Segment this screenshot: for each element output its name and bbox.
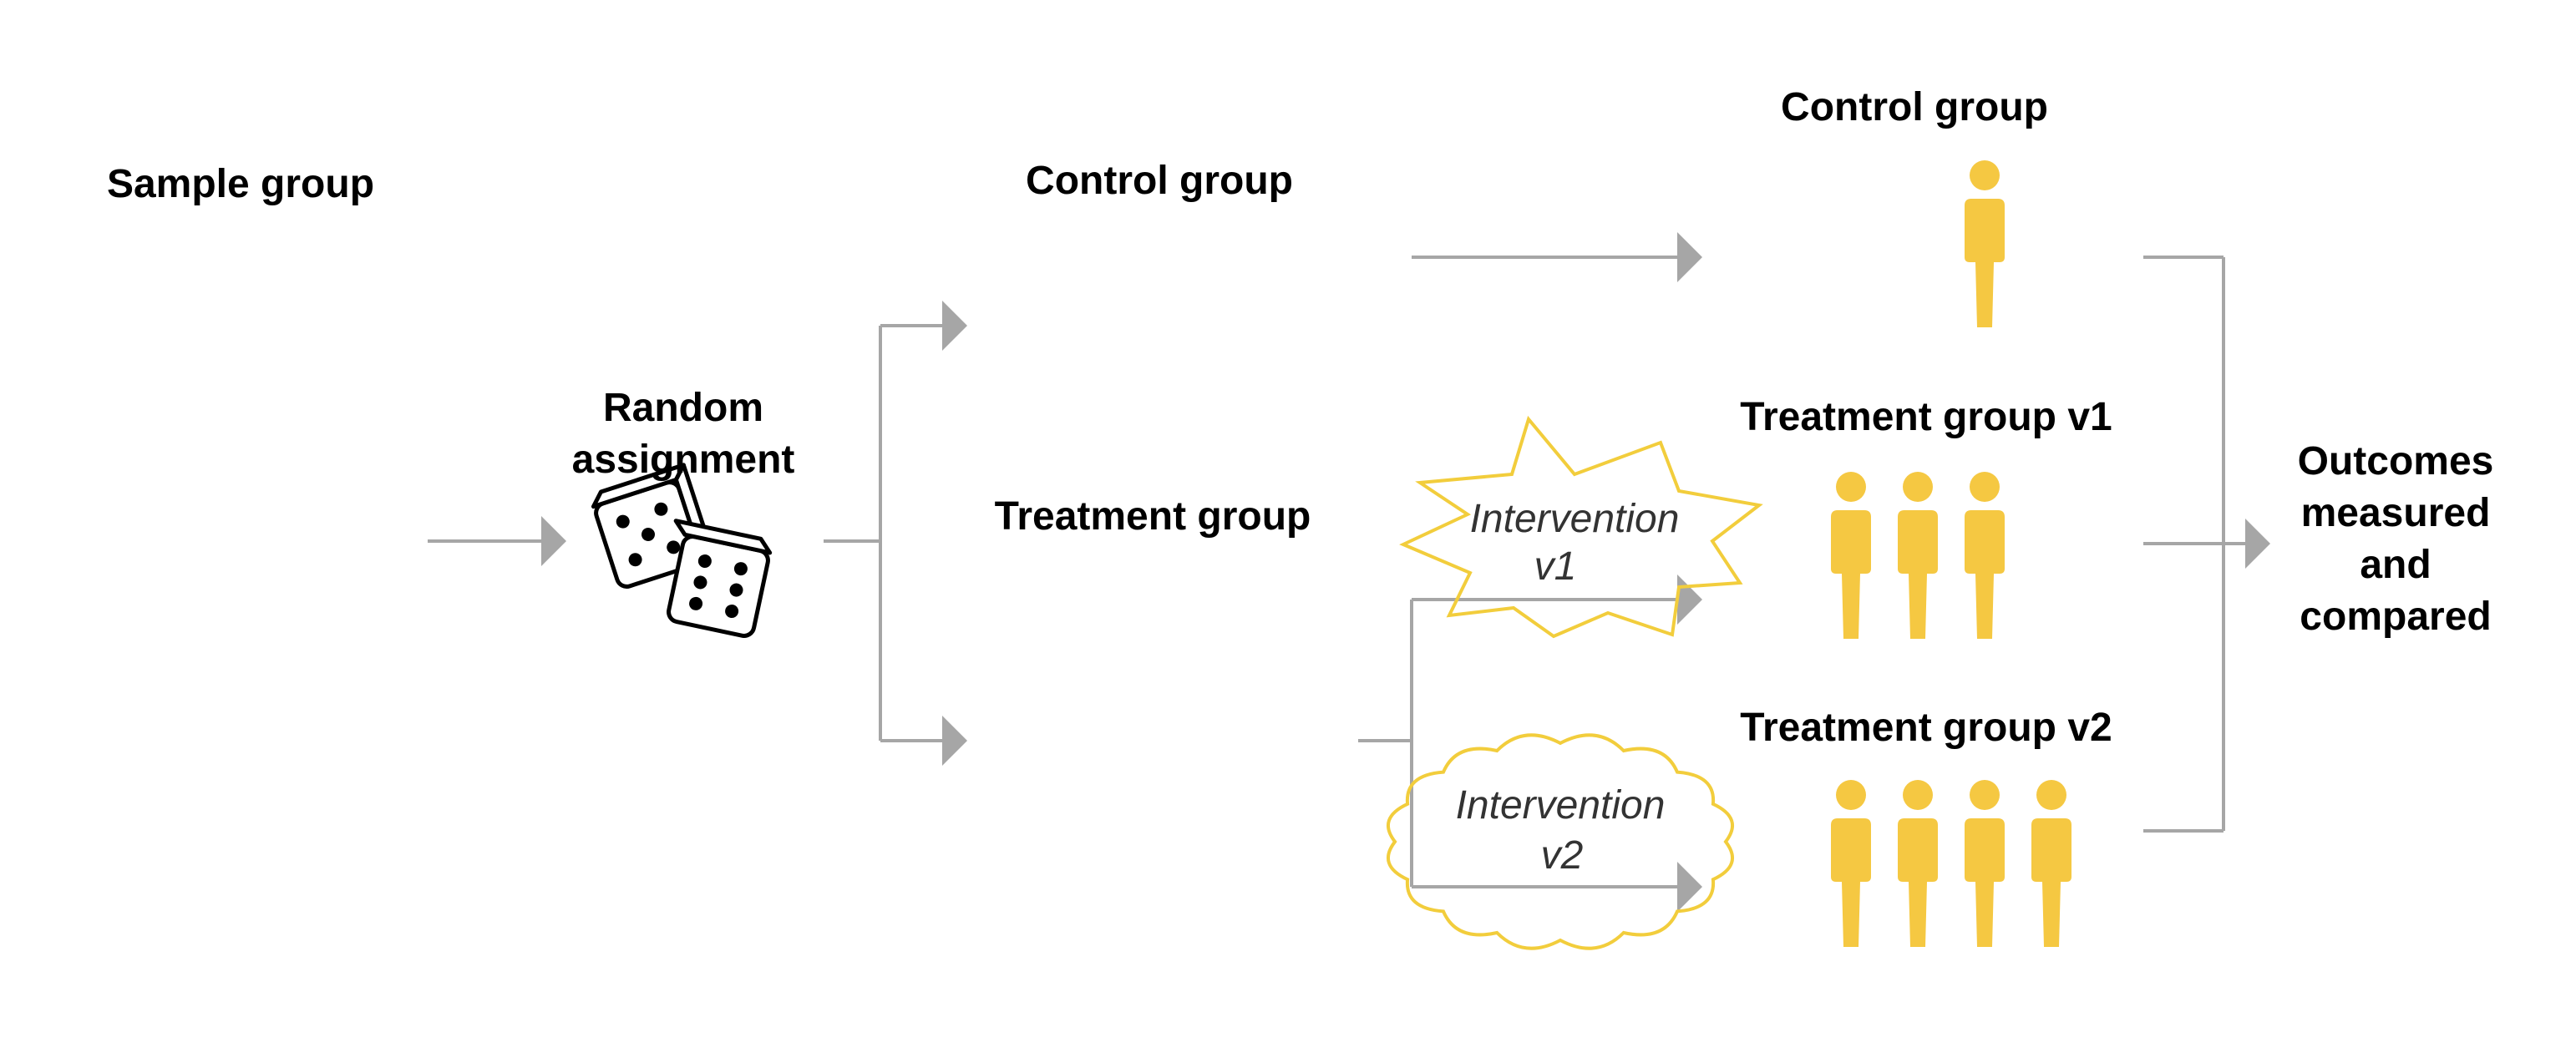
person-icon <box>156 696 196 863</box>
person-icon <box>89 240 129 407</box>
person-icon <box>223 468 263 635</box>
person-icon <box>290 240 330 407</box>
person-icon <box>1209 559 1250 726</box>
intervention-v1-starburst <box>1399 415 1763 639</box>
sample-group-row3 <box>89 696 397 863</box>
person-icon <box>1764 160 1804 327</box>
outcomes-label-line2: measured <box>2301 491 2491 535</box>
arrowhead-outcomes <box>2245 519 2270 569</box>
arrowhead-sample-to-dice <box>541 516 566 566</box>
person-icon <box>1143 777 1183 944</box>
person-icon <box>1143 559 1183 726</box>
intervention-v1: Intervention v1 <box>1399 415 1763 639</box>
person-icon <box>2031 472 2071 639</box>
arrowhead-v1 <box>1677 575 1702 625</box>
person-icon <box>1898 160 1938 327</box>
sample-group-label: Sample group <box>107 162 374 206</box>
treatment-group-v2-people <box>1764 780 2071 947</box>
intervention-v2-cloud <box>1387 733 1734 950</box>
person-icon <box>1276 235 1316 402</box>
person-icon <box>1143 235 1183 402</box>
random-assignment-label-line2: assignment <box>572 438 795 482</box>
person-icon <box>2031 160 2071 327</box>
person-icon <box>290 468 330 635</box>
person-icon <box>357 240 397 407</box>
person-icon <box>223 696 263 863</box>
person-icon <box>290 696 330 863</box>
intervention-v1-label-line1: Intervention <box>1470 497 1680 541</box>
person-icon <box>1276 559 1316 726</box>
person-icon-highlighted <box>1965 472 2005 639</box>
treatment-group-mid-row1 <box>1009 559 1316 726</box>
person-icon <box>357 696 397 863</box>
random-assignment-label-line1: Random <box>603 386 763 430</box>
sample-group-row2 <box>89 468 397 635</box>
intervention-v1-label-line2: v1 <box>1534 544 1577 589</box>
person-icon <box>223 240 263 407</box>
intervention-v2-label-line2: v2 <box>1541 833 1584 878</box>
outcomes-label-line1: Outcomes <box>2298 439 2494 483</box>
arrowhead-control-right <box>1677 232 1702 282</box>
person-icon <box>156 240 196 407</box>
intervention-v2-label-line1: Intervention <box>1456 783 1666 828</box>
arrowhead-v2 <box>1677 862 1702 912</box>
person-icon-highlighted <box>1898 472 1938 639</box>
outcomes-label-line3: and <box>2360 543 2431 587</box>
person-icon <box>1009 777 1049 944</box>
control-group-right-label: Control group <box>1781 85 2048 129</box>
treatment-group-v1-label: Treatment group v1 <box>1740 395 2112 439</box>
person-icon <box>357 468 397 635</box>
person-icon-highlighted <box>1965 780 2005 947</box>
arrowhead-to-treatment <box>942 716 967 766</box>
control-group-mid-people <box>1009 235 1316 402</box>
person-icon-highlighted <box>1965 160 2005 327</box>
person-icon <box>1209 777 1250 944</box>
person-icon <box>89 696 129 863</box>
treatment-group-mid-label: Treatment group <box>995 494 1311 539</box>
person-icon <box>156 468 196 635</box>
person-icon-highlighted <box>1831 472 1871 639</box>
arrowhead-to-control <box>942 301 967 351</box>
dice-icon <box>591 463 773 638</box>
person-icon-highlighted <box>2031 780 2071 947</box>
person-icon <box>1764 472 1804 639</box>
person-icon <box>1764 780 1804 947</box>
intervention-v2: Intervention v2 <box>1387 733 1734 950</box>
person-icon <box>1009 235 1049 402</box>
person-icon <box>1009 559 1049 726</box>
person-icon <box>89 468 129 635</box>
person-icon <box>1076 235 1116 402</box>
person-icon <box>1276 777 1316 944</box>
sample-group-row1 <box>89 240 397 407</box>
person-icon-highlighted <box>1831 780 1871 947</box>
treatment-group-v2-label: Treatment group v2 <box>1740 706 2112 750</box>
person-icon <box>1831 160 1871 327</box>
person-icon <box>1209 235 1250 402</box>
person-icon-highlighted <box>1898 780 1938 947</box>
treatment-group-v1-people <box>1764 472 2071 639</box>
outcomes-label-line4: compared <box>2300 595 2491 639</box>
control-group-right-people <box>1764 160 2071 327</box>
control-group-mid-label: Control group <box>1026 159 1293 203</box>
person-icon <box>1076 559 1116 726</box>
person-icon <box>1076 777 1116 944</box>
treatment-group-mid-row2 <box>1009 777 1316 944</box>
